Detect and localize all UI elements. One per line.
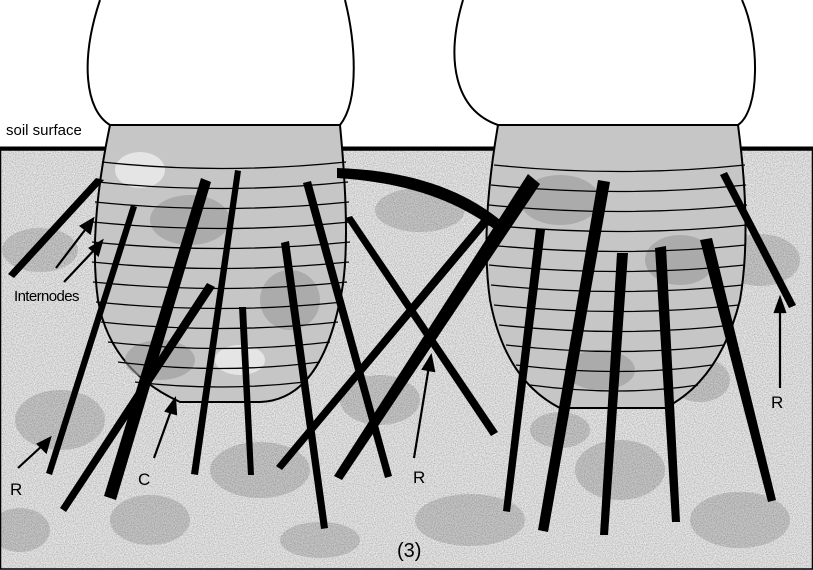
root-label-left: R xyxy=(10,480,22,500)
crown-left xyxy=(92,125,350,402)
stem-right xyxy=(454,0,755,125)
internodes-label: Internodes xyxy=(14,288,79,305)
soil-surface-label: soil surface xyxy=(6,122,82,139)
crown-label: C xyxy=(138,470,150,490)
stem-left xyxy=(88,0,354,125)
root-label-right: R xyxy=(771,393,783,413)
panel-number: (3) xyxy=(397,540,421,563)
root-label-middle: R xyxy=(413,468,425,488)
